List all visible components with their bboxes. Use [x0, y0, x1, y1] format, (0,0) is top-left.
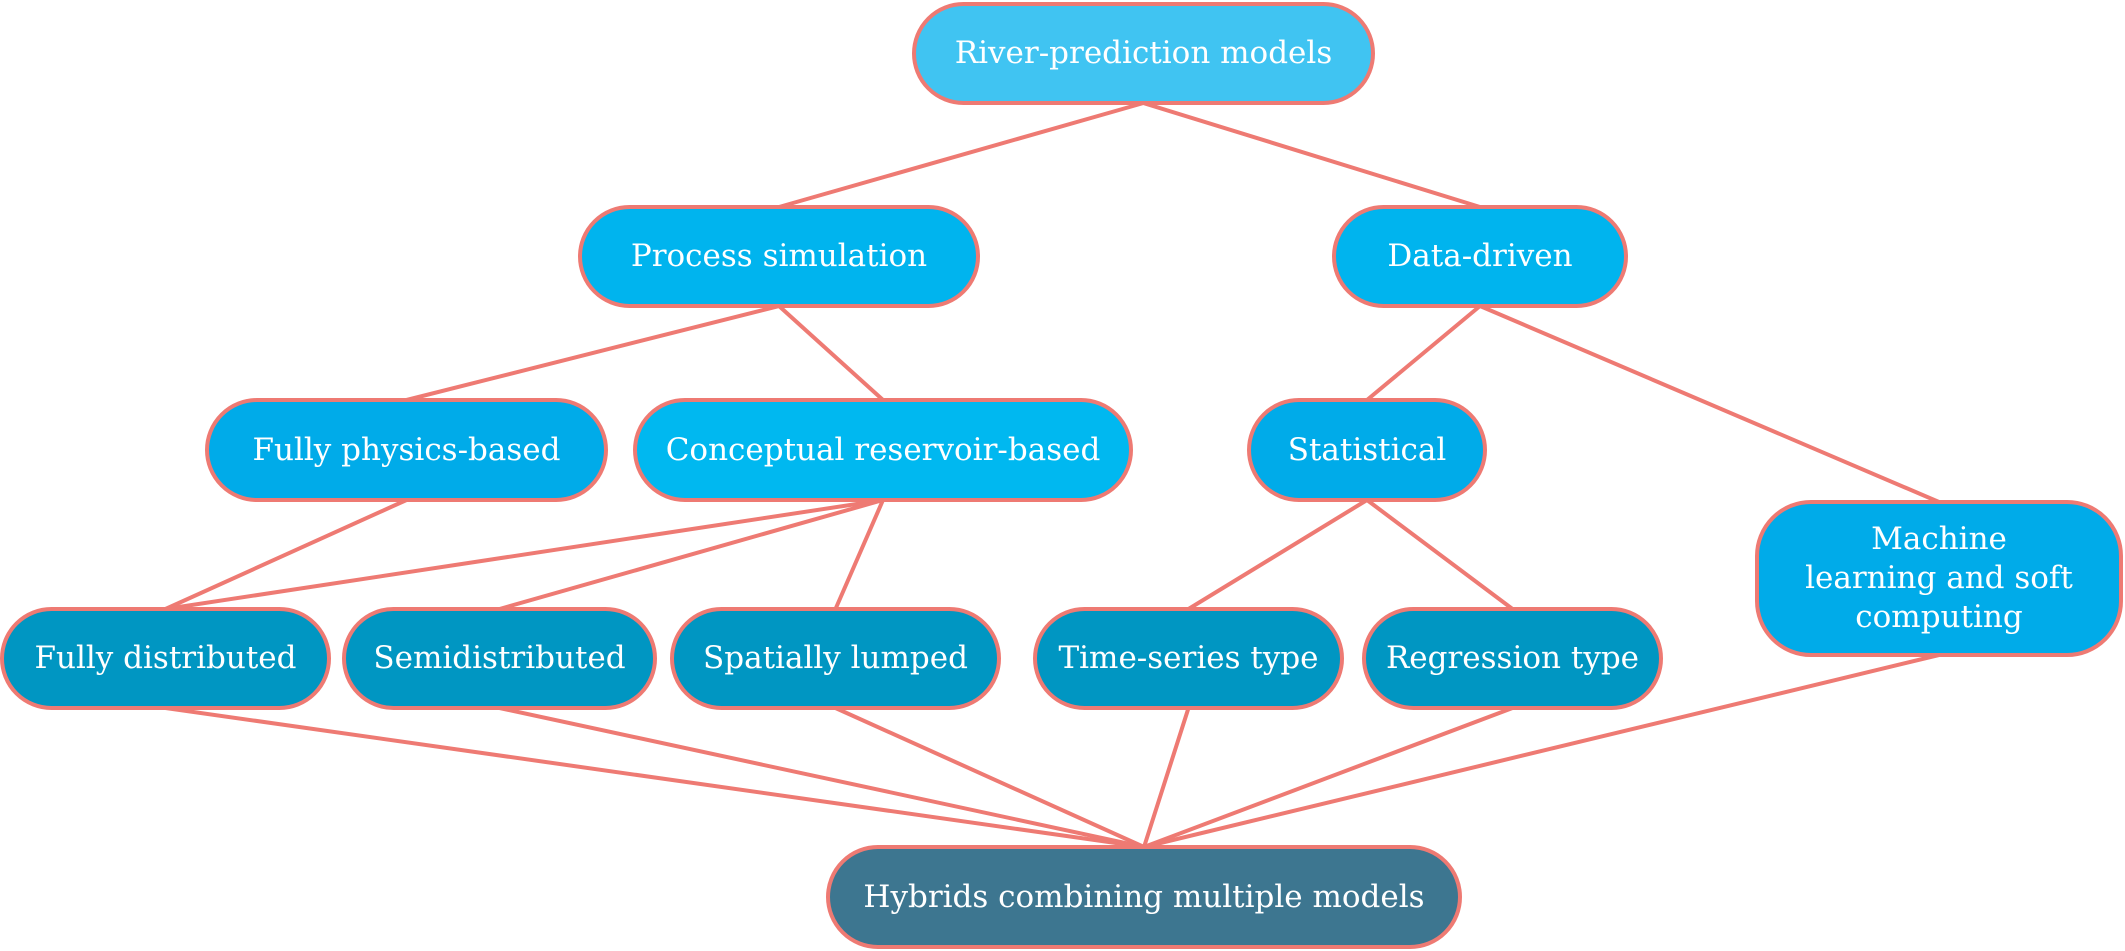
- node-statistical: Statistical: [1247, 398, 1487, 502]
- node-regression-type: Regression type: [1362, 607, 1663, 710]
- node-label-line-2: learning and soft: [1805, 560, 2073, 597]
- edge-conceptual-to-semidistributed: [497, 498, 885, 611]
- node-label: Conceptual reservoir-based: [665, 431, 1101, 468]
- node-label: Fully physics-based: [252, 431, 561, 468]
- node-label: River-prediction models: [954, 35, 1333, 72]
- node-label: Hybrids combining multiple models: [863, 878, 1425, 915]
- edge-root-to-process: [777, 101, 1146, 209]
- node-data-driven: Data-driven: [1332, 205, 1628, 308]
- edge-timeseries-to-hybrid: [1142, 706, 1191, 849]
- edge-semidistributed-to-hybrid: [497, 706, 1146, 849]
- node-conceptual-reservoir-based: Conceptual reservoir-based: [633, 398, 1133, 502]
- edge-conceptual-to-fully_distributed: [163, 498, 885, 611]
- edge-regression-to-hybrid: [1142, 706, 1515, 849]
- node-label: Fully distributed: [34, 640, 297, 677]
- node-semidistributed: Semidistributed: [342, 607, 657, 710]
- node-label: Time-series type: [1058, 640, 1319, 677]
- edge-fully_distributed-to-hybrid: [163, 706, 1146, 849]
- edge-process-to-physics: [404, 304, 781, 402]
- edge-process-to-conceptual: [777, 304, 885, 402]
- edge-conceptual-to-lumped: [833, 498, 885, 611]
- node-label-line-1: Machine: [1871, 521, 2007, 558]
- node-fully-distributed: Fully distributed: [0, 607, 331, 710]
- node-label: Data-driven: [1387, 238, 1573, 275]
- node-river-prediction-models: River-prediction models: [912, 2, 1375, 105]
- node-fully-physics-based: Fully physics-based: [205, 398, 608, 502]
- node-label: Regression type: [1385, 640, 1640, 677]
- node-label: Process simulation: [630, 238, 928, 275]
- edge-root-to-data_driven: [1141, 101, 1482, 209]
- node-process-simulation: Process simulation: [578, 205, 980, 308]
- node-machine-learning-soft-computing: Machine learning and soft computing: [1755, 500, 2123, 657]
- edge-statistical-to-regression: [1365, 498, 1515, 611]
- node-label: Spatially lumped: [703, 640, 968, 677]
- node-label-line-3: computing: [1855, 598, 2023, 635]
- node-label: Semidistributed: [373, 640, 626, 677]
- edge-data_driven-to-ml: [1478, 304, 1941, 504]
- node-hybrids-combining-multiple-models: Hybrids combining multiple models: [826, 845, 1462, 949]
- edge-physics-to-fully_distributed: [163, 498, 409, 611]
- edge-ml-to-hybrid: [1142, 653, 1941, 849]
- node-label: Statistical: [1287, 431, 1447, 468]
- node-time-series-type: Time-series type: [1033, 607, 1344, 710]
- edge-statistical-to-timeseries: [1186, 498, 1369, 611]
- node-spatially-lumped: Spatially lumped: [670, 607, 1001, 710]
- edge-data_driven-to-statistical: [1365, 304, 1482, 402]
- edge-lumped-to-hybrid: [833, 706, 1146, 849]
